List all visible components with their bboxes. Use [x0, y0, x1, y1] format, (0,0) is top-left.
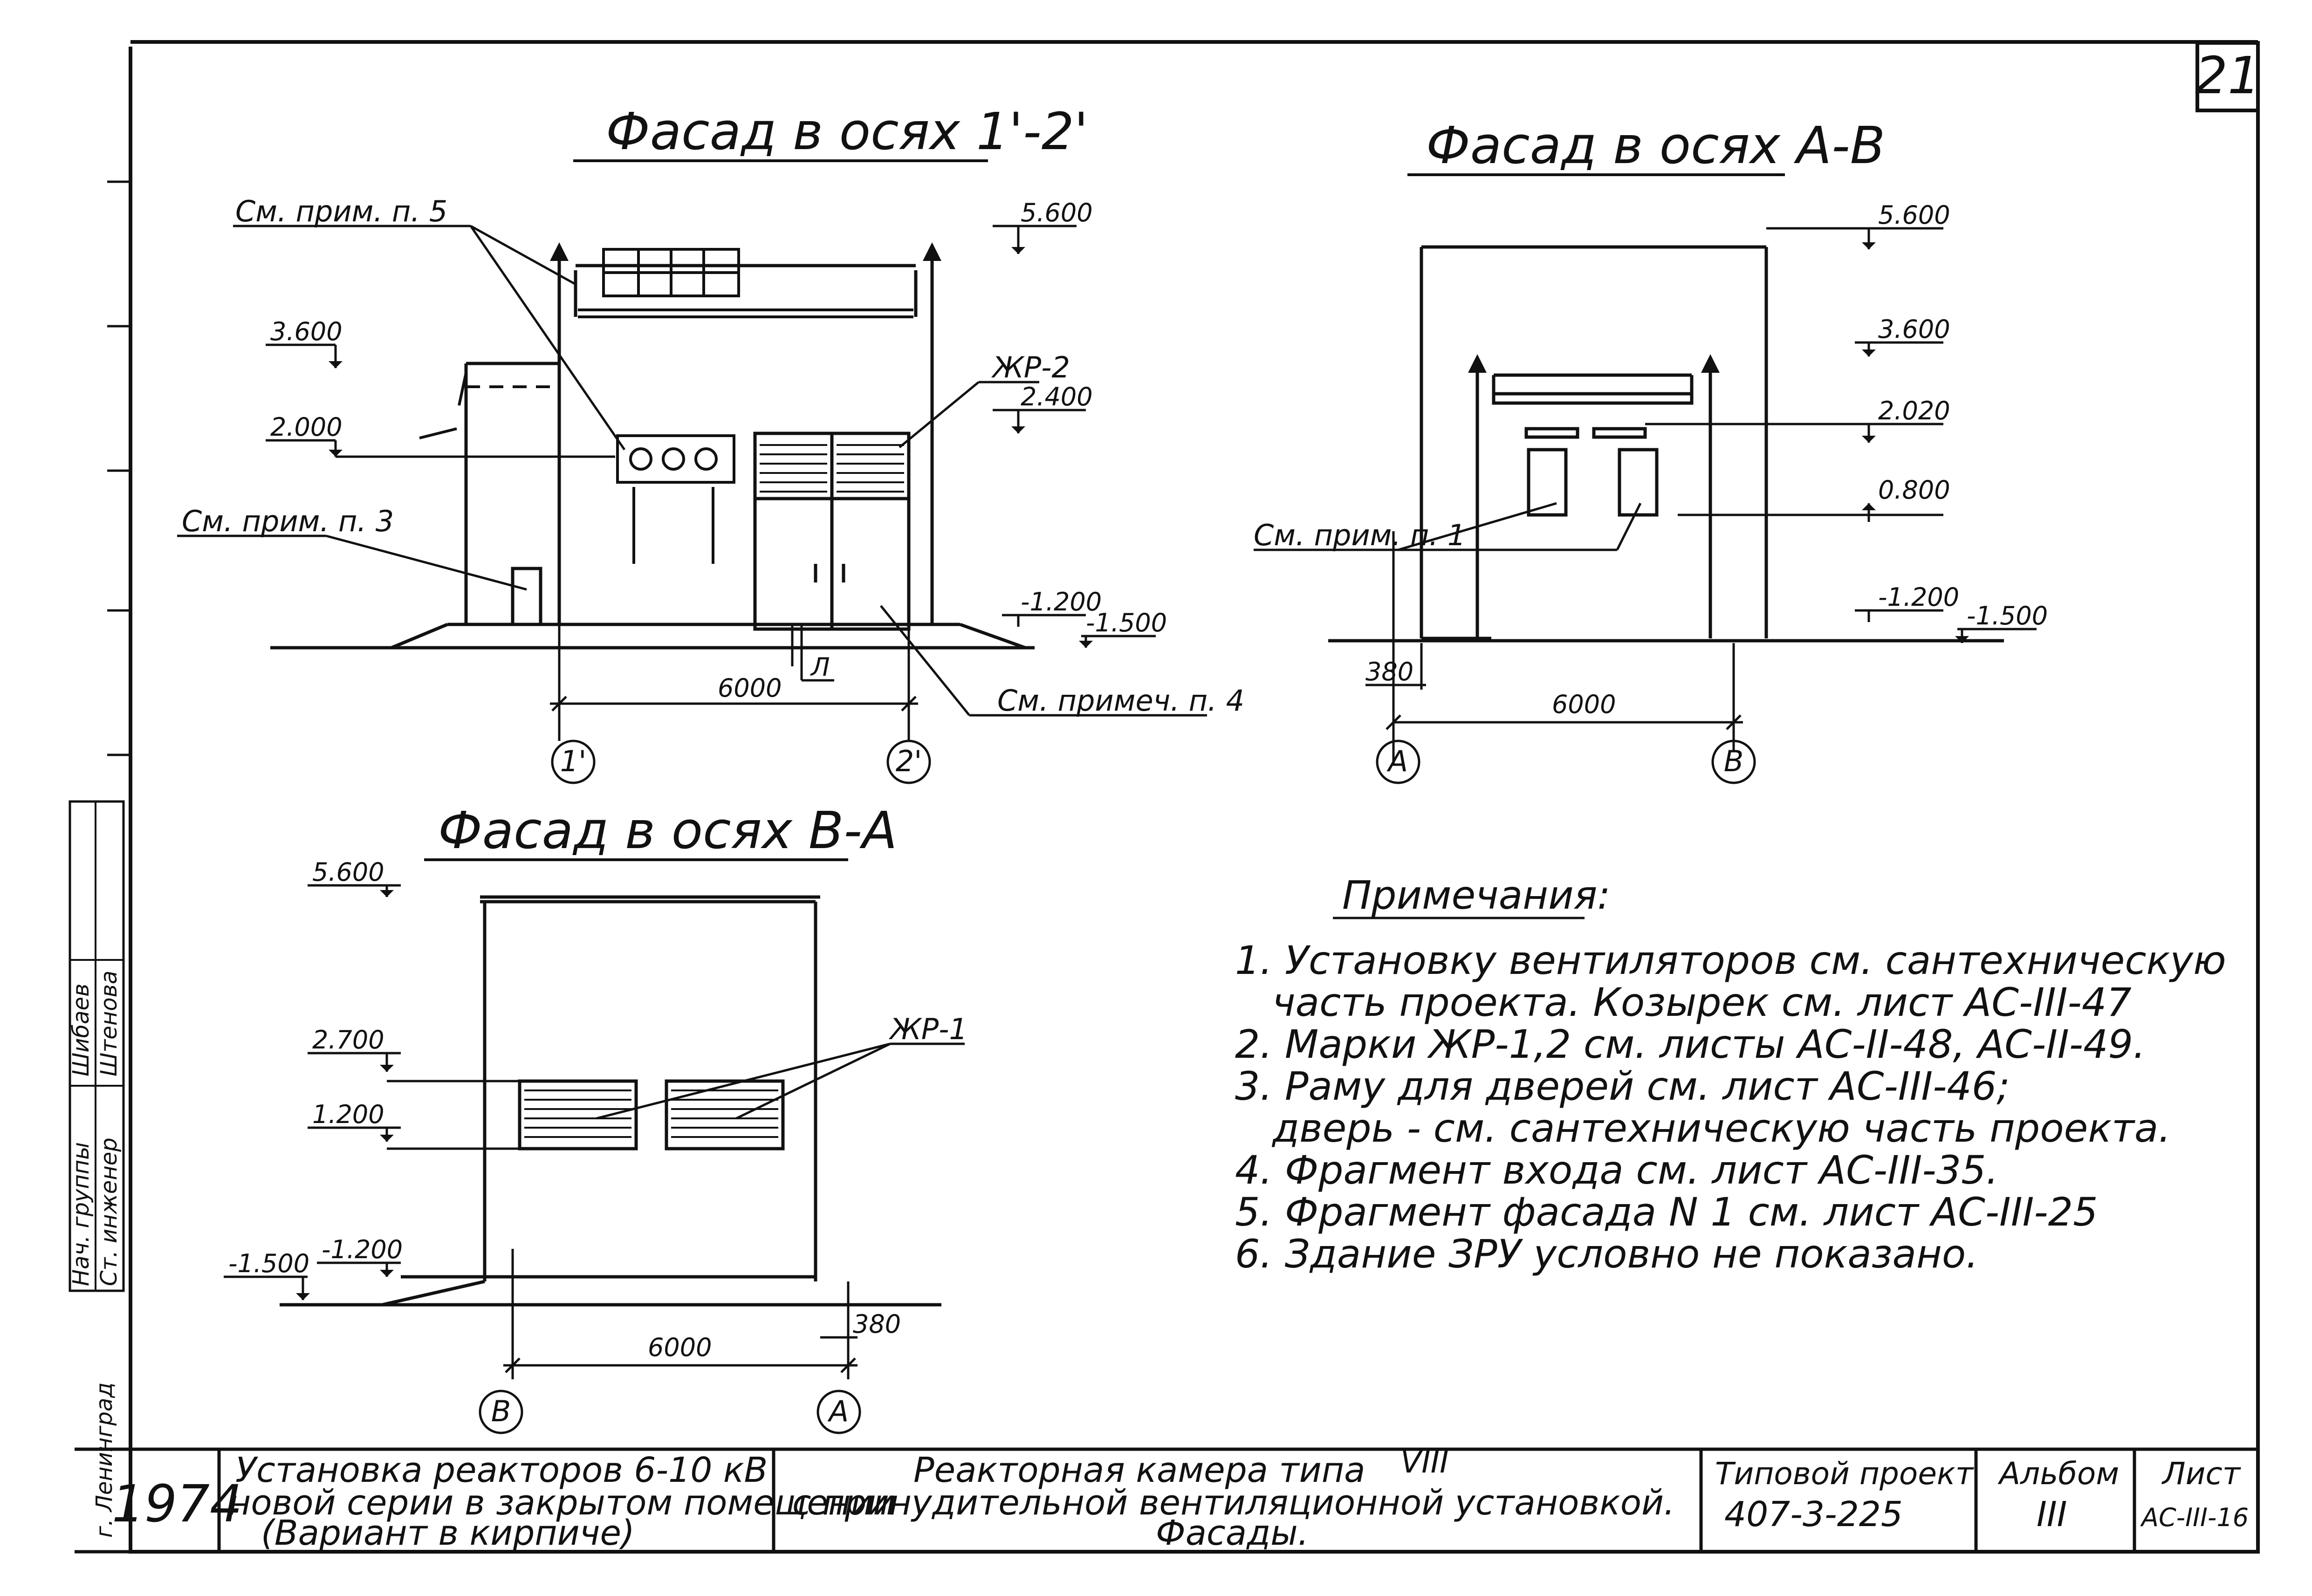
grille-mark-zhr2: ЖР-2: [991, 350, 1070, 384]
level-grille-bottom-b-a: 1.200: [312, 1100, 384, 1129]
side-stamp-name-1: Шибаев: [68, 984, 94, 1076]
note-line-2: часть проекта. Козырек см. лист АС-III-4…: [1272, 980, 2132, 1025]
sheet-frame: [129, 40, 2260, 1554]
drawing-line-3: Фасады.: [1156, 1513, 1309, 1553]
level-outside-a-b: -1.500: [1967, 601, 2048, 630]
side-stamp-role-2: Ст. инженер: [96, 1137, 122, 1286]
note-line-3: 2. Марки ЖР-1,2 см. листы АС-II-48, АС-I…: [1235, 1021, 2146, 1067]
project-line-2: новой серии в закрытом помещении: [228, 1483, 896, 1523]
axis-a: А: [1386, 744, 1408, 778]
side-stamp-city: г. Ленинград: [91, 1382, 117, 1538]
level-fans-1-2: 2.000: [270, 412, 343, 442]
level-canopy-a-b: 3.600: [1878, 315, 1950, 344]
door-mark: Л: [810, 652, 830, 682]
dimension-b-a: 6000: [648, 1333, 712, 1362]
margin-ticks: [107, 180, 130, 756]
axis-b: В: [1724, 744, 1744, 778]
facade-a-b: Фасад в осях А-В: [1254, 116, 2048, 784]
side-stamp-name-2: Штенова: [96, 971, 122, 1076]
level-vent-a-b: 2.020: [1878, 396, 1950, 425]
dimension-a-b: 6000: [1552, 690, 1616, 719]
sheet-value: АС-III-16: [2140, 1503, 2249, 1532]
facade-a-b-title: Фасад в осях А-В: [1426, 116, 1885, 175]
note-line-8: 6. Здание ЗРУ условно не показано.: [1235, 1231, 1978, 1277]
facade-1-2: Фасад в осях 1'-2': [177, 102, 1244, 784]
offset-a-b: 380: [1365, 657, 1413, 686]
facade-1-2-title: Фасад в осях 1'-2': [606, 102, 1088, 161]
drawing-line-2: с принудительной вентиляционной установк…: [792, 1483, 1675, 1523]
level-outside-1-2: -1.500: [1086, 608, 1167, 637]
project-line-3: (Вариант в кирпиче): [261, 1513, 635, 1553]
level-ground-1-2: -1.200: [1021, 587, 1102, 616]
note-line-5: дверь - см. сантехническую часть проекта…: [1271, 1105, 2171, 1151]
grille-mark-zhr1: ЖР-1: [888, 1012, 967, 1046]
callout-note-4: См. примеч. п. 4: [997, 684, 1244, 718]
project-line-1: Установка реакторов 6-10 кВ: [235, 1450, 768, 1490]
notes-heading: Примечания:: [1342, 872, 1611, 918]
drawing-type-roman: VIII: [1400, 1444, 1449, 1480]
album-label: Альбом: [1997, 1456, 2119, 1492]
sheet-number: 21: [2195, 46, 2260, 105]
axis-2: 2': [896, 744, 922, 778]
level-canopy-1-2: 3.600: [270, 317, 343, 346]
type-label: Типовой проект: [1715, 1456, 1975, 1492]
offset-b-a: 380: [853, 1309, 901, 1339]
note-line-4: 3. Раму для дверей см. лист АС-III-46;: [1235, 1063, 2010, 1109]
sheet-number-box: 21: [2195, 41, 2260, 112]
axis-1: 1': [560, 744, 587, 778]
level-sill-a-b: 0.800: [1878, 475, 1950, 505]
note-line-1: 1. Установку вентиляторов см. сантехниче…: [1235, 938, 2226, 983]
callout-note-3: См. прим. п. 3: [182, 504, 394, 538]
facade-b-a: Фасад в осях В-А: [224, 801, 967, 1434]
level-grille-top-b-a: 2.700: [312, 1025, 384, 1055]
level-top-b-a: 5.600: [312, 857, 384, 887]
note-line-6: 4. Фрагмент входа см. лист АС-III-35.: [1235, 1147, 1998, 1193]
axis-b-left: В: [491, 1394, 511, 1428]
title-block: 1974 Установка реакторов 6-10 кВ новой с…: [75, 1444, 2258, 1554]
callout-note-5: См. прим. п. 5: [235, 194, 447, 228]
level-top-1-2: 5.600: [1021, 198, 1093, 227]
facade-b-a-title: Фасад в осях В-А: [438, 801, 897, 860]
axis-a-right: А: [827, 1394, 849, 1428]
level-top-a-b: 5.600: [1878, 200, 1950, 230]
title-year: 1974: [112, 1474, 242, 1534]
level-grille-1-2: 2.400: [1021, 382, 1093, 411]
dimension-1-2: 6000: [718, 673, 782, 703]
album-value: III: [2037, 1494, 2067, 1534]
drawing-line-1: Реакторная камера типа: [913, 1450, 1365, 1490]
level-outside-b-a: -1.500: [228, 1249, 309, 1278]
type-value: 407-3-225: [1724, 1494, 1903, 1534]
sheet-label: Лист: [2161, 1456, 2242, 1492]
level-ground-b-a: -1.200: [322, 1235, 403, 1264]
side-stamp-role-1: Нач. группы: [68, 1142, 94, 1286]
level-ground-a-b: -1.200: [1878, 582, 1959, 612]
callout-note-1: См. прим. п. 1: [1254, 518, 1466, 552]
side-stamp: Нач. группы Ст. инженер Шибаев Штенова г…: [68, 800, 125, 1538]
note-line-7: 5. Фрагмент фасада N 1 см. лист АС-III-2…: [1235, 1189, 2098, 1235]
notes: Примечания: 1. Установку вентиляторов см…: [1235, 872, 2226, 1277]
